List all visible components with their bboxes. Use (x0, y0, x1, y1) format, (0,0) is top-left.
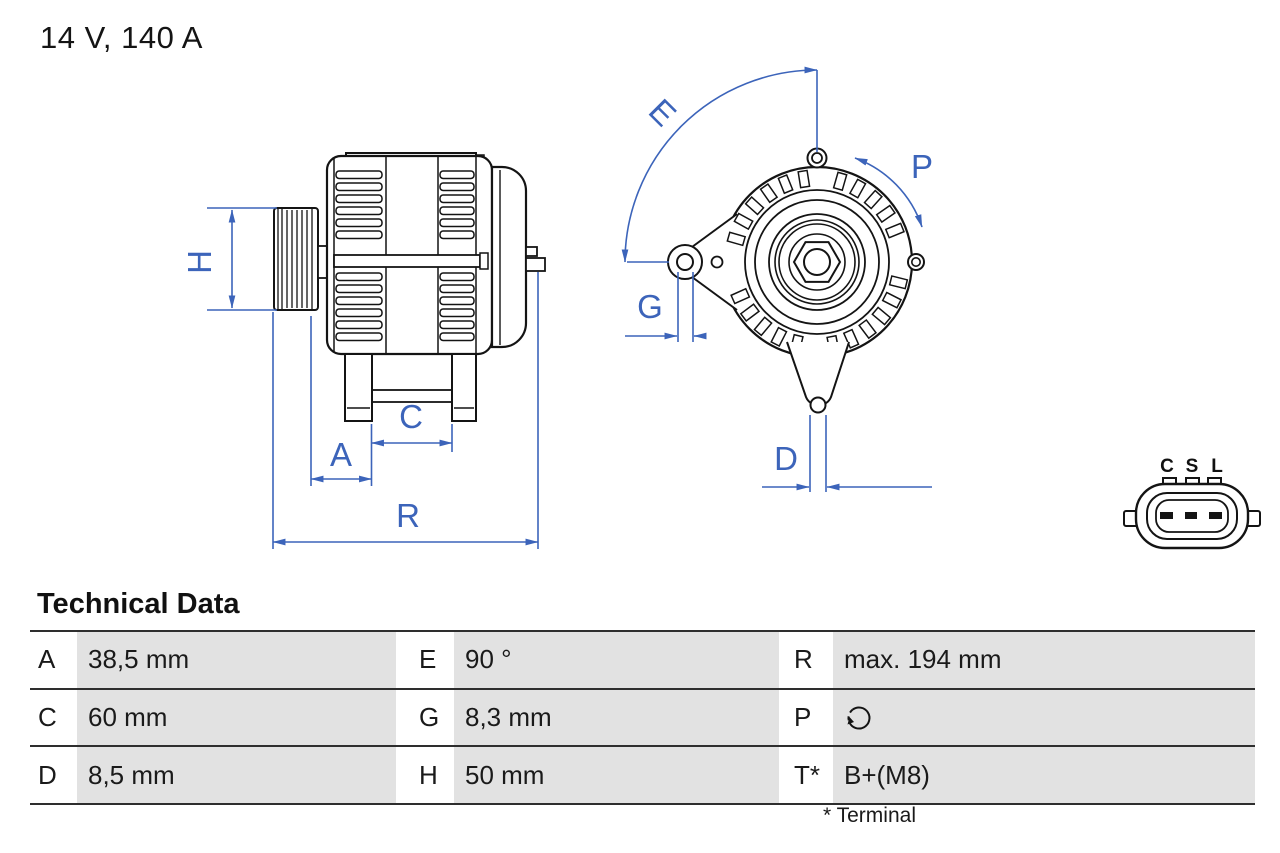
dim-key: A (38, 644, 56, 675)
dim-value: 8,3 mm (454, 689, 779, 746)
mounting-foot-left (344, 353, 373, 422)
small-hole (710, 255, 724, 269)
dim-key: E (419, 644, 437, 675)
svg-text:P: P (911, 148, 933, 185)
dimension-r: R (272, 272, 539, 549)
dim-value: 60 mm (77, 689, 396, 746)
svg-text:G: G (637, 288, 663, 325)
dim-value (833, 689, 1255, 746)
pin-label-c: C (1160, 456, 1174, 477)
table-row: A 38,5 mm E 90 ° R max. 194 mm (30, 630, 1255, 688)
dim-value: 8,5 mm (77, 747, 396, 804)
dim-key: T* (794, 759, 820, 790)
front-view-drawing: E P G D (621, 66, 933, 492)
dim-value: 38,5 mm (77, 632, 396, 688)
dim-value: 50 mm (454, 747, 779, 804)
dim-key: D (38, 759, 57, 790)
svg-text:C: C (399, 398, 423, 435)
dim-key: R (794, 644, 813, 675)
terminal-stud (525, 246, 546, 272)
dim-value: 90 ° (454, 632, 779, 688)
mounting-foot-right (451, 353, 477, 422)
table-row: D 8,5 mm H 50 mm T* B+(M8) (30, 745, 1255, 806)
svg-text:R: R (396, 497, 420, 534)
svg-text:H: H (181, 250, 218, 274)
side-view-drawing: H A C R (181, 152, 546, 549)
pin-label-l: L (1211, 456, 1223, 477)
dim-key: C (38, 702, 57, 733)
technical-drawing: H A C R (181, 66, 1261, 550)
mounting-lug-bottom (786, 341, 850, 414)
dim-key: H (419, 759, 438, 790)
dim-value: max. 194 mm (833, 632, 1255, 688)
connector-terminals (1160, 512, 1222, 519)
dimension-d: D (762, 415, 932, 492)
svg-text:D: D (774, 440, 798, 477)
rear-cover (490, 165, 528, 349)
dimension-p: P (854, 148, 933, 228)
terminal-footnote: * Terminal (823, 804, 916, 827)
pulley (273, 207, 328, 311)
page-title: 14 V, 140 A (40, 20, 203, 55)
section-heading: Technical Data (37, 588, 240, 620)
connector-drawing: C S L (1123, 456, 1261, 550)
dimension-a: A (310, 316, 373, 486)
alternator-body-side (325, 152, 546, 422)
dimension-h: H (181, 207, 277, 311)
dim-value: B+(M8) (833, 747, 1255, 804)
svg-text:A: A (330, 436, 352, 473)
mounting-lug-right (907, 253, 925, 271)
dim-key: G (419, 702, 440, 733)
dim-key: P (794, 702, 812, 733)
shaft-nut (792, 241, 842, 283)
technical-data-table: A 38,5 mm E 90 ° R max. 194 mm C 60 mm G… (30, 630, 1255, 806)
dimension-g: G (625, 272, 707, 342)
pin-label-s: S (1186, 456, 1199, 477)
rotation-direction-icon (847, 706, 871, 730)
svg-text:E: E (642, 91, 684, 133)
table-row: C 60 mm G 8,3 mm P (30, 687, 1255, 746)
dimension-c: C (370, 398, 453, 452)
